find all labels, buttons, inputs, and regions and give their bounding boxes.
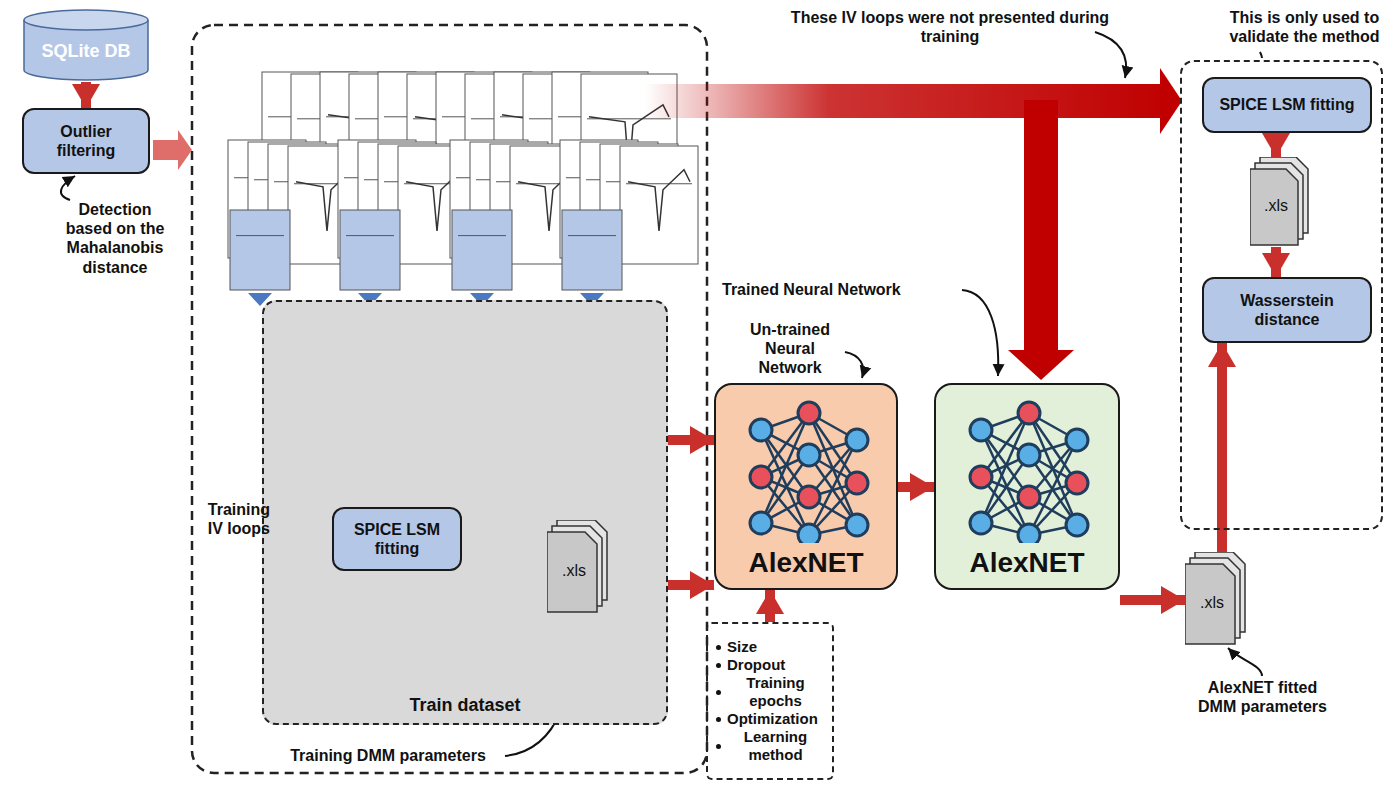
bullet-row: Size	[716, 638, 757, 656]
bullet-dot	[716, 645, 721, 650]
bullet-row: Optimization	[716, 710, 818, 728]
iv-page	[230, 210, 290, 290]
file-icon: .xls	[1250, 157, 1310, 247]
bullet-row: Dropout	[716, 656, 785, 674]
process-box: SPICE LSM fitting	[1202, 77, 1372, 133]
list-item: Dropout	[727, 656, 785, 674]
iv-curve	[628, 170, 690, 231]
callout-text: Training DMM parameters	[270, 746, 506, 765]
callout-text: AlexNET fitted DMM parameters	[1190, 678, 1335, 716]
leader-line	[1095, 32, 1126, 78]
test-band-head	[1160, 68, 1182, 134]
iv-page	[620, 146, 698, 264]
node-label: SPICE LSM fitting	[342, 520, 452, 558]
list-item: Training epochs	[727, 674, 824, 710]
validation-panel: This is only used to validate the method…	[1180, 60, 1383, 530]
leader-line	[1228, 648, 1262, 676]
test-branch-head	[1008, 350, 1074, 380]
panel-heading: This is only used to validate the method	[1222, 8, 1387, 46]
flow-arrow	[898, 482, 934, 492]
leader-line	[962, 290, 998, 376]
bullet-dot	[716, 744, 721, 749]
hyperparameter-box: SizeDropoutTraining epochsOptimizationLe…	[706, 622, 834, 780]
node-label: .xls	[562, 561, 586, 580]
iv-axis	[346, 235, 394, 236]
process-box: Outlier filtering	[22, 108, 150, 174]
bullet-dot	[716, 690, 721, 695]
test-branch	[1024, 100, 1058, 352]
iv-page	[340, 210, 400, 290]
leader-line	[845, 352, 863, 378]
flow-arrow	[1120, 595, 1185, 605]
node-label: Outlier filtering	[32, 122, 140, 160]
node-label: SPICE LSM fitting	[1219, 95, 1354, 114]
list-item: Learning method	[727, 728, 824, 764]
file-icon: .xls	[547, 520, 609, 614]
node-label: SQLite DB	[41, 41, 130, 63]
bullet-dot	[716, 717, 721, 722]
bullet-dot	[716, 663, 721, 668]
network-box: AlexNET	[714, 383, 898, 590]
bullet-row: Learning method	[716, 728, 824, 764]
dataset-panel: Train dataset SPICE LSM fitting .xls	[262, 300, 668, 725]
test-band	[645, 84, 1170, 118]
flow-arrow	[1217, 343, 1227, 552]
callout-text: Trained Neural Network	[722, 280, 962, 299]
list-item: Size	[727, 638, 757, 656]
iv-axis	[568, 235, 616, 236]
iv-page	[452, 210, 512, 290]
node-label: AlexNET	[969, 546, 1084, 580]
filter-arrow	[153, 130, 192, 170]
flow-arrow	[765, 590, 775, 622]
iv-page	[562, 210, 622, 290]
iv-axis	[458, 235, 506, 236]
network-box: AlexNET	[934, 383, 1120, 590]
flow-arrow	[668, 435, 714, 445]
iv-axis	[236, 235, 284, 236]
flow-arrow	[1271, 133, 1281, 157]
node-label: .xls	[1200, 593, 1224, 612]
node-label: Wasserstein distance	[1212, 291, 1362, 329]
node-label: .xls	[1264, 196, 1288, 215]
database-cylinder: SQLite DB	[22, 8, 150, 82]
bullet-row: Training epochs	[716, 674, 824, 710]
file-icon: .xls	[1185, 552, 1247, 646]
callout-text: Detection based on the Mahalanobis dista…	[55, 200, 175, 277]
node-label: AlexNET	[748, 546, 863, 580]
network-icon	[716, 393, 900, 543]
leader-line	[61, 176, 75, 200]
node-label: Train dataset	[264, 695, 666, 717]
list-item: Optimization	[727, 710, 818, 728]
leader-line	[1260, 52, 1262, 58]
process-box: SPICE LSM fitting	[332, 507, 462, 571]
flow-arrow	[81, 82, 91, 108]
dataset-region	[192, 25, 707, 773]
network-icon	[936, 393, 1122, 543]
callout-text: Un-trained Neural Network	[735, 320, 845, 378]
callout-text: These IV loops were not presented during…	[790, 8, 1110, 46]
process-box: Wasserstein distance	[1202, 277, 1372, 343]
flow-arrow	[1271, 247, 1281, 277]
callout-text: Training IV loops	[198, 500, 270, 538]
